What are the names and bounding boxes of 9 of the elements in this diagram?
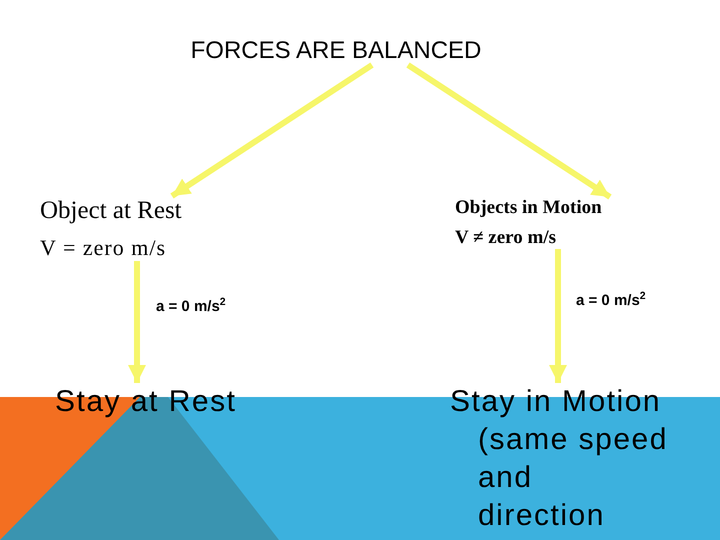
- arrow: [128, 261, 146, 383]
- velocity-text: V = zero m/s: [40, 235, 168, 261]
- velocity-text: V ≠ zero m/s: [455, 227, 558, 249]
- state-heading: Objects in Motion: [455, 197, 603, 219]
- heading-text: FORCES ARE BALANCED: [190, 37, 482, 65]
- arrow: [170, 62, 374, 198]
- state-heading: Object at Rest: [40, 196, 183, 226]
- arrow: [406, 62, 612, 200]
- arrow: [549, 249, 567, 383]
